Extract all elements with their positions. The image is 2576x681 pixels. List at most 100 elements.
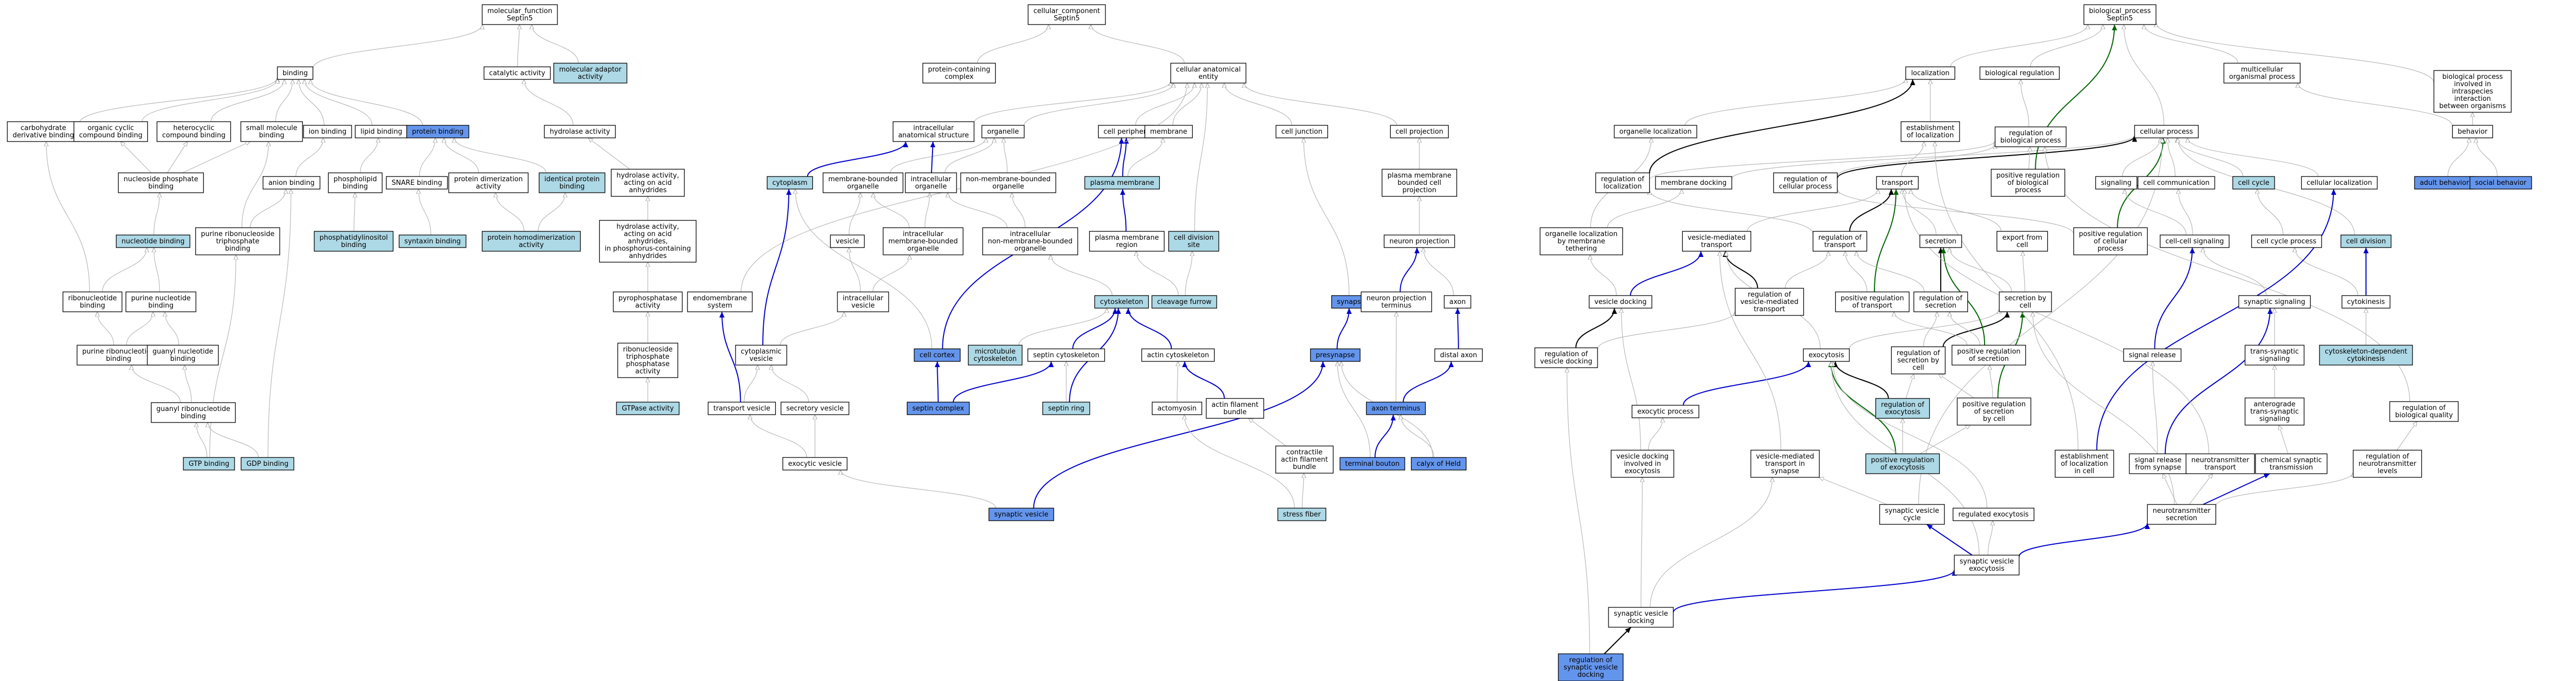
node-label-line: intracellular bbox=[1010, 230, 1051, 238]
node-label-line: cell cycle bbox=[2238, 179, 2269, 187]
edge-posregsecbycell-to-regsecbycell bbox=[1939, 374, 1974, 398]
node-box bbox=[1534, 347, 1598, 368]
edge-regbio-to-bioreg bbox=[2021, 79, 2030, 127]
node-label-line: regulation of bbox=[1601, 175, 1645, 183]
node-label-line: regulation of bbox=[2366, 453, 2409, 461]
node-label-line: of secretion bbox=[1974, 408, 2014, 416]
edge-termbouton-to-presynapse bbox=[1337, 361, 1371, 458]
node-label-line: cellular process bbox=[2140, 128, 2193, 136]
edge-posregbio-to-regbio bbox=[2029, 147, 2030, 170]
edge-secretoryves-to-cytovesicle bbox=[771, 365, 809, 403]
edge-axonterm-to-distalaxon bbox=[1403, 361, 1454, 403]
node-box bbox=[2055, 450, 2114, 478]
go-node-presynapse: presynapse bbox=[1310, 348, 1361, 362]
node-box bbox=[1954, 555, 2020, 576]
node-label-line: tethering bbox=[1566, 245, 1597, 253]
edge-axon-to-neuronproj bbox=[1424, 248, 1454, 296]
node-label-line: in cell bbox=[2074, 467, 2094, 475]
node-label-line: cytoplasmic bbox=[741, 348, 782, 356]
go-node-distalaxon: distal axon bbox=[1434, 348, 1483, 362]
node-box bbox=[1879, 504, 1945, 525]
node-box bbox=[1773, 172, 1838, 193]
edge-transportves-to-endomem bbox=[719, 311, 741, 403]
edge-protdimer-to-protbind bbox=[444, 138, 479, 173]
node-label-line: actomyosin bbox=[1157, 405, 1196, 413]
edge-contractile-to-actinbundle bbox=[1249, 418, 1287, 447]
node-label-line: of cellular bbox=[2094, 238, 2128, 245]
go-node-septinring: septin ring bbox=[1042, 402, 1090, 415]
node-label-line: microtubule bbox=[975, 348, 1016, 356]
node-label-line: carbohydrate bbox=[20, 124, 66, 132]
edge-secretion-to-transport bbox=[1902, 189, 1937, 236]
node-label-line: heterocyclic bbox=[173, 124, 215, 132]
node-label-line: compound binding bbox=[162, 132, 225, 139]
node-label-line: binding bbox=[106, 355, 131, 363]
go-node-localization: localization bbox=[1905, 66, 1955, 80]
node-label-line: neuron projection bbox=[1390, 238, 1450, 245]
go-node-cleavage: cleavage furrow bbox=[1151, 295, 1217, 309]
node-label-line: export from bbox=[2002, 234, 2043, 242]
edge-intramemb-to-membbound bbox=[873, 193, 910, 228]
node-label-line: synaptic signaling bbox=[2244, 298, 2305, 306]
node-box bbox=[2232, 176, 2275, 190]
node-label-line: contractile bbox=[1286, 449, 1322, 456]
node-box bbox=[766, 176, 813, 190]
edges-layer bbox=[46, 22, 2498, 654]
node-label-line: levels bbox=[2377, 467, 2397, 475]
node-label-line: adult behavior bbox=[2420, 179, 2469, 187]
node-box bbox=[922, 63, 996, 84]
edge-intranonmemb-to-nonmemb bbox=[1012, 193, 1025, 228]
node-label-line: signaling bbox=[2259, 415, 2290, 423]
edge-membrane-to-cellanat bbox=[1172, 83, 1202, 126]
node-box bbox=[1875, 398, 1930, 419]
node-label-line: vesicle bbox=[836, 238, 859, 245]
node-box bbox=[482, 4, 558, 25]
node-label-line: cellular anatomical bbox=[1176, 66, 1241, 74]
edge-protbind-to-binding bbox=[310, 79, 423, 126]
go-node-synsignal: synaptic signaling bbox=[2238, 295, 2311, 309]
node-box bbox=[240, 121, 303, 142]
node-label-line: regulation of bbox=[1569, 656, 1613, 664]
node-label-line: lipid binding bbox=[360, 128, 402, 136]
node-box bbox=[1141, 348, 1215, 362]
node-label-line: establishment bbox=[2060, 453, 2108, 461]
edge-synvescycle-to-cellproc bbox=[1918, 138, 2162, 505]
node-label-line: secretion by bbox=[1897, 357, 1939, 365]
node-label-line: projection bbox=[1403, 186, 1437, 194]
node-label-line: intracellular bbox=[903, 230, 943, 238]
edge-posregexo-to-exocytosis bbox=[1828, 361, 1896, 454]
edge-vesicle-to-membbound bbox=[848, 193, 860, 236]
go-node-gtpase: GTPase activity bbox=[616, 402, 680, 415]
node-box bbox=[2301, 176, 2378, 190]
go-node-catalytic: catalytic activity bbox=[483, 66, 551, 80]
node-box bbox=[1956, 397, 2032, 426]
node-box bbox=[539, 172, 605, 193]
edge-hydroacid-to-hydro bbox=[588, 138, 630, 170]
node-box bbox=[1919, 234, 1962, 248]
node-label-line: activity bbox=[578, 73, 603, 81]
edge-vesdockexo-to-vesdock bbox=[1622, 308, 1641, 451]
node-label-line: transport bbox=[1701, 241, 1732, 249]
node-label-line: activity bbox=[519, 241, 544, 249]
edge-transportves-to-cytovesicle bbox=[743, 365, 757, 403]
edge-neurosec-to-regneuro bbox=[2215, 472, 2353, 507]
node-box bbox=[482, 231, 581, 252]
node-label-line: presynapse bbox=[1315, 351, 1355, 359]
node-label-line: intracellular bbox=[843, 295, 883, 302]
edge-synvesdock-to-vesmedsyn bbox=[1650, 477, 1773, 608]
node-label-line: complex bbox=[945, 73, 973, 81]
node-label-line: secretion bbox=[2166, 514, 2197, 522]
node-label-line: non-membrane-bounded bbox=[966, 175, 1051, 183]
go-node-celljunc: cell junction bbox=[1275, 125, 1328, 138]
node-box bbox=[62, 291, 123, 312]
